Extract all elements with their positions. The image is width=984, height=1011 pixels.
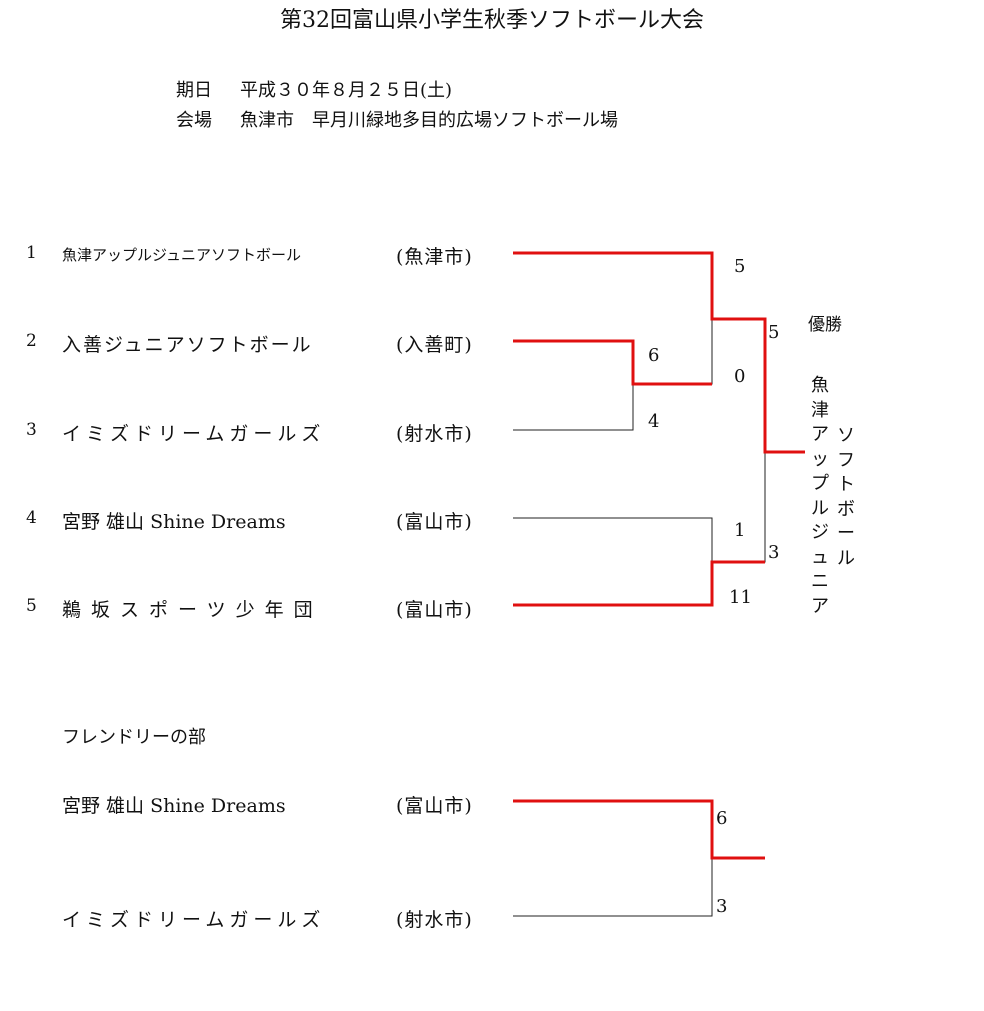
- team-name: 入善ジュニアソフトボール: [62, 334, 313, 356]
- winner-char: ッ: [811, 448, 829, 470]
- score-final-top: 5: [768, 322, 780, 343]
- team-name: 魚津アップルジュニアソフトボール: [62, 246, 301, 264]
- date-value: 平成３０年８月２５日(土): [240, 80, 453, 101]
- bracket-line-team3: [513, 384, 634, 431]
- bracket-win-team2: [513, 339, 712, 386]
- team-number: 2: [26, 331, 37, 351]
- friendly-score-bottom: 3: [716, 896, 728, 917]
- team-name: 鵜坂スポーツ少年団: [62, 599, 323, 621]
- winner-char: ア: [811, 424, 829, 445]
- bracket-win-friendly: [513, 799, 765, 860]
- winner-char: 津: [811, 399, 829, 421]
- team-name: 宮野 雄山 Shine Dreams: [62, 511, 286, 533]
- score-semi2-top: 1: [734, 520, 746, 541]
- winner-char: フ: [837, 449, 855, 471]
- winner-name-column-1: 魚 津 ア ッ プ ル ジ ュ ニ ア: [808, 374, 832, 619]
- score-r1-top: 6: [648, 345, 660, 366]
- friendly-team-city: (射水市): [396, 909, 473, 931]
- team-city: (入善町): [396, 334, 473, 356]
- friendly-team-name: 宮野 雄山 Shine Dreams: [62, 795, 286, 817]
- bracket-line-semi1-vertical: [633, 319, 713, 385]
- winner-label: 優勝: [808, 315, 842, 335]
- team-number: 5: [26, 596, 37, 616]
- team-number: 1: [26, 243, 37, 263]
- team-city: (射水市): [396, 423, 473, 445]
- winner-char: ボ: [837, 498, 855, 520]
- friendly-team-city: (富山市): [396, 795, 473, 817]
- winner-char: ニ: [811, 571, 829, 592]
- winner-char: ル: [811, 497, 829, 519]
- winner-char: ア: [811, 595, 829, 617]
- team-number: 4: [26, 508, 37, 528]
- bracket-line-friendly-bottom: [513, 858, 713, 917]
- venue-value: 魚津市 早月川緑地多目的広場ソフトボール場: [240, 110, 618, 131]
- bracket-win-team1: [513, 251, 805, 454]
- venue-label: 会場: [176, 110, 212, 131]
- winner-char: ル: [837, 547, 855, 569]
- winner-char: ジ: [811, 522, 829, 543]
- winner-char: 魚: [811, 375, 829, 396]
- score-final-bottom: 3: [768, 542, 780, 563]
- team-city: (富山市): [396, 511, 473, 533]
- score-semi1-bottom: 0: [734, 366, 746, 387]
- bracket-win-team5: [513, 560, 765, 607]
- bracket-line-semi2-join: [712, 452, 766, 563]
- score-semi1-top: 5: [734, 256, 746, 277]
- team-city: (富山市): [396, 599, 473, 621]
- friendly-section-title: フレンドリーの部: [62, 727, 206, 748]
- winner-char: ト: [837, 474, 855, 495]
- friendly-team-name: イミズドリームガールズ: [62, 909, 326, 931]
- team-number: 3: [26, 420, 37, 440]
- winner-char: ソ: [837, 425, 855, 446]
- page-title: 第32回富山県小学生秋季ソフトボール大会: [280, 8, 704, 33]
- friendly-score-top: 6: [716, 808, 728, 829]
- winner-char: ー: [837, 523, 855, 544]
- date-label: 期日: [176, 80, 212, 101]
- winner-char: ュ: [811, 546, 829, 568]
- bracket-line-team4: [513, 517, 713, 562]
- winner-name-column-2: ソ フ ト ボ ー ル: [834, 424, 858, 571]
- winner-char: プ: [811, 473, 829, 494]
- score-semi2-bottom: 11: [729, 587, 752, 608]
- team-name: イミズドリームガールズ: [62, 423, 326, 445]
- team-city: (魚津市): [396, 246, 473, 268]
- score-r1-bottom: 4: [648, 411, 660, 432]
